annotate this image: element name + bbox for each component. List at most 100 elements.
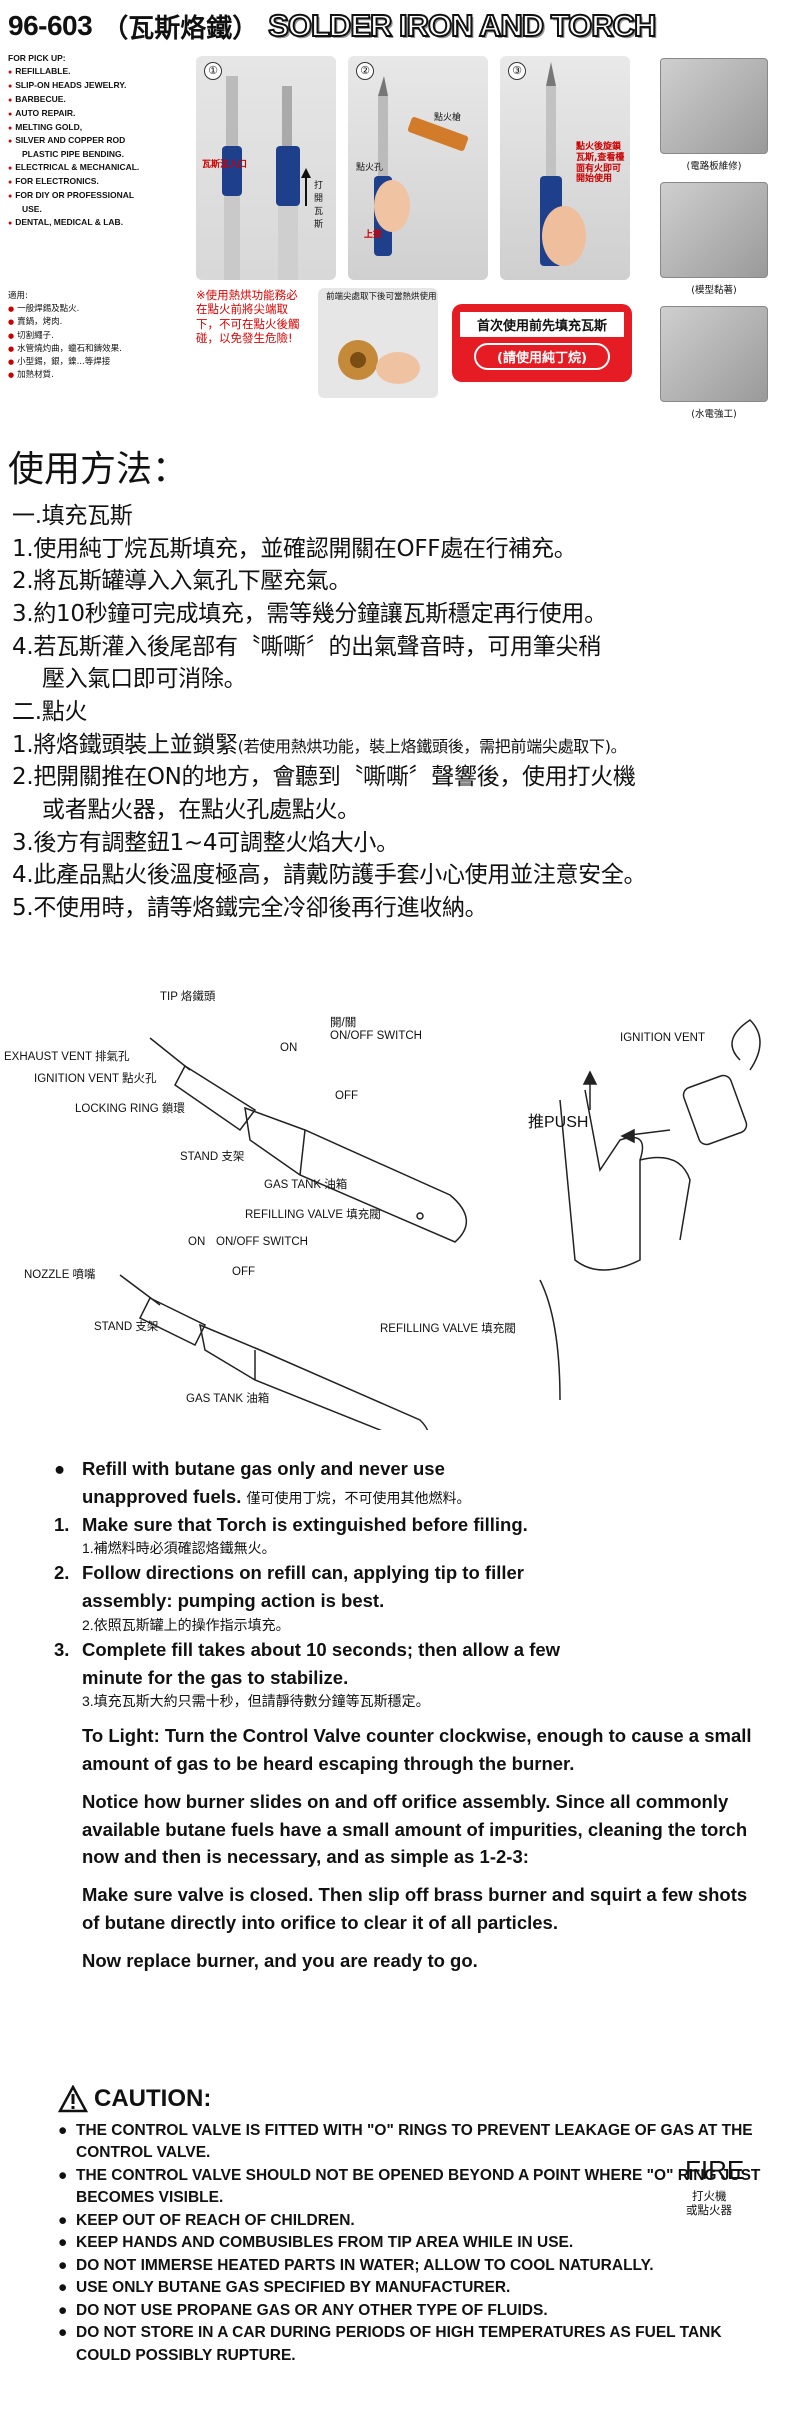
usage-text: 1.將烙鐵頭裝上並鎖緊 (12, 731, 238, 758)
uses-list: FOR PICK UP: REFILLABLE. SLIP-ON HEADS J… (8, 52, 188, 230)
application-photo-plumbing (660, 306, 768, 402)
caution-header: CAUTION: (58, 2085, 211, 2113)
label-fire-zh2: 或點火器 (686, 2205, 732, 2217)
usage-section: 一.填充瓦斯 (12, 503, 133, 529)
application-photo-circuit (660, 58, 768, 154)
usage-title: 使用方法： (8, 449, 189, 490)
warning-triangle-icon (58, 2085, 88, 2113)
usage-line: 1.使用純丁烷瓦斯填充，並確認開關在OFF處在行補充。 (12, 535, 577, 562)
ignition-hole-tag: 點火孔 (356, 163, 384, 173)
use-item: ELECTRICAL & MECHANICAL. (8, 161, 188, 175)
usage-line: 3.約10秒鐘可完成填充，需等幾分鐘讓瓦斯穩定再行使用。 (12, 600, 607, 627)
usage-line: 4.若瓦斯灌入後尾部有〝嘶嘶〞的出氣聲音時，可用筆尖稍 (12, 633, 601, 660)
caution-label: CAUTION: (94, 2085, 212, 2112)
usage-line: 壓入氣口即可消除。 (42, 666, 247, 693)
label-on-2: ON (188, 1236, 206, 1248)
label-locking: LOCKING RING 鎖環 (75, 1103, 185, 1115)
usage-line: 或者點火器，在點火孔處點火。 (42, 796, 360, 823)
first-use-line2: (請使用純丁烷) (474, 343, 610, 370)
note-text: assembly: pumping action is best. (82, 1590, 385, 1611)
bullet-icon: ● (58, 2122, 68, 2139)
label-push: 推PUSH (528, 1114, 589, 1131)
step-number: ③ (508, 62, 526, 80)
label-gastank-2: GAS TANK 油箱 (186, 1393, 270, 1405)
usage-line: 1.將烙鐵頭裝上並鎖緊(若使用熱烘功能，裝上烙鐵頭後，需把前端尖處取下)。 (12, 729, 797, 762)
push-up-tag: 上推 (364, 230, 383, 240)
use-zh-item: 水管燒灼曲，蠟石和鑄效果. (8, 343, 188, 356)
step-photo-3: ③ 點火後旋鎖瓦斯,查看檯面有火即可開始使用 (500, 56, 630, 280)
parts-diagram: TIP 烙鐵頭 開/關 ON/OFF SWITCH ON OFF EXHAUST… (0, 980, 800, 2217)
caution-item: ●THE CONTROL VALVE SHOULD NOT BE OPENED … (58, 2165, 778, 2210)
step-photo-2: ② 點火槍 點火孔 上推 (348, 56, 488, 280)
use-zh-item: 一般焊錫及點火. (8, 303, 188, 316)
note-index: 2. (54, 1562, 70, 1584)
label-ignition-vent: IGNITION VENT (620, 1032, 705, 1044)
torch-illustration (222, 76, 311, 280)
bullet-icon: ● (58, 2234, 68, 2252)
label-refilling-2: REFILLING VALVE 填充閥 (380, 1323, 516, 1335)
label-refilling: REFILLING VALVE 填充閥 (245, 1209, 381, 1221)
use-zh-item: 切割繩子. (8, 330, 188, 343)
usage-line: 3.後方有調整鈕1~4可調整火焰大小。 (12, 829, 399, 856)
model-number: 96-603 (8, 10, 93, 41)
step-number: ① (204, 62, 222, 80)
bullet-icon: ● (58, 2279, 68, 2297)
usage-line: 2.將瓦斯罐導入入氣孔下壓充氣。 (12, 568, 352, 595)
use-item: FOR ELECTRONICS. (8, 175, 188, 189)
note-body: Make sure that Torch is extinguished bef… (82, 1511, 528, 1560)
note-text: Complete fill takes about 10 seconds; th… (82, 1638, 561, 1660)
label-off-2: OFF (232, 1266, 255, 1278)
label-onoff-2: ON/OFF SWITCH (216, 1236, 308, 1248)
label-nozzle: NOZZLE 噴嘴 (24, 1269, 96, 1281)
usage-line: 5.不使用時，請等烙鐵完全冷卻後再行進收納。 (12, 894, 488, 921)
note-row: 1. Make sure that Torch is extinguished … (54, 1511, 754, 1560)
label-fire-zh1: 打火機 (692, 2191, 727, 2203)
note-text: minute for the gas to stabilize. (82, 1666, 349, 1688)
note-row: ● Refill with butane gas only and never … (54, 1455, 754, 1511)
bullet-icon: ● (58, 2211, 68, 2229)
caution-text: DO NOT USE PROPANE GAS OR ANY OTHER TYPE… (76, 2301, 548, 2319)
label-on: ON (280, 1042, 298, 1054)
application-caption: (電路板維修) (686, 161, 742, 172)
use-zh-item: 小型錫，銀，鎳...等焊接 (8, 356, 188, 369)
caution-item: ●DO NOT IMMERSE HEATED PARTS IN WATER; A… (58, 2255, 778, 2277)
usage-section: 二.點火 (12, 698, 88, 725)
note-paragraph: Make sure valve is closed. Then slip off… (82, 1884, 748, 1933)
caution-item: ● KEEP HANDS AND COMBUSIBLES FROM TIP ARE… (58, 2232, 778, 2254)
use-item: FOR DIY OR PROFESSIONAL (8, 189, 188, 203)
bullet-icon: ● (58, 2324, 68, 2342)
caution-item: ●USE ONLY BUTANE GAS SPECIFIED BY MANUFA… (58, 2277, 778, 2299)
caution-text: KEEP OUT OF REACH OF CHILDREN. (76, 2211, 355, 2229)
use-item: BARBECUE. (8, 93, 188, 107)
label-tip: TIP 烙鐵頭 (160, 991, 216, 1003)
note-body: Complete fill takes about 10 seconds; th… (82, 1636, 754, 1975)
nozzle-illustration (338, 340, 420, 384)
heat-warning: ※使用熱烘功能務必在點火前將尖端取下，不可在點火後觸碰，以免發生危險! (196, 288, 300, 346)
note-line: unapproved fuels. 僅可使用丁烷，不可使用其他燃料。 (82, 1483, 470, 1511)
heat-gun-caption: 前端尖處取下後可當熱烘使用 (326, 292, 437, 302)
label-fire: FIRE (685, 2155, 745, 2185)
usage-line: 4.此產品點火後溫度極高，請戴防護手套小心使用並注意安全。 (12, 862, 647, 889)
label-off: OFF (335, 1090, 358, 1102)
usage-note: (若使用熱烘功能，裝上烙鐵頭後，需把前端尖處取下)。 (237, 736, 627, 756)
caution-list: ●THE CONTROL VALVE IS FITTED WITH "O" RI… (58, 2120, 778, 2367)
english-title: SOLDER IRON AND TORCH (267, 7, 657, 44)
step-number: ② (356, 62, 374, 80)
step-photo-1: ① 瓦斯注入口 打開瓦斯 (196, 56, 336, 280)
caution-text: DO NOT IMMERSE HEATED PARTS IN WATER; AL… (76, 2256, 654, 2274)
use-item: DENTAL, MEDICAL & LAB. (8, 216, 188, 230)
label-stand-2: STAND 支架 (94, 1321, 159, 1333)
caution-text: KEEP HANDS AND COMBUSIBLES FROM TIP AREA… (76, 2234, 574, 2252)
application-photo-model (660, 182, 768, 278)
use-item: SILVER AND COPPER ROD (8, 134, 188, 148)
ignite-illustration (374, 76, 469, 256)
use-item: USE. (22, 203, 42, 214)
usage-line: 2.把開關推在ON的地方，會聽到〝嘶嘶〞聲響後，使用打火機 (12, 764, 636, 791)
heat-gun-photo: 前端尖處取下後可當熱烘使用 (318, 288, 438, 398)
label-onoff: ON/OFF SWITCH (330, 1030, 422, 1042)
note-row: 2. Follow directions on refill can, appl… (54, 1559, 754, 1636)
note-text: Refill with butane gas only and never us… (82, 1458, 445, 1479)
use-zh-item: 加熱材質. (8, 369, 188, 382)
note-zh: 1.補燃料時必須確認烙鐵無火。 (82, 1540, 276, 1557)
note-zh: 3.填充瓦斯大約只需十秒，但請靜待數分鐘等瓦斯穩定。 (82, 1693, 430, 1710)
